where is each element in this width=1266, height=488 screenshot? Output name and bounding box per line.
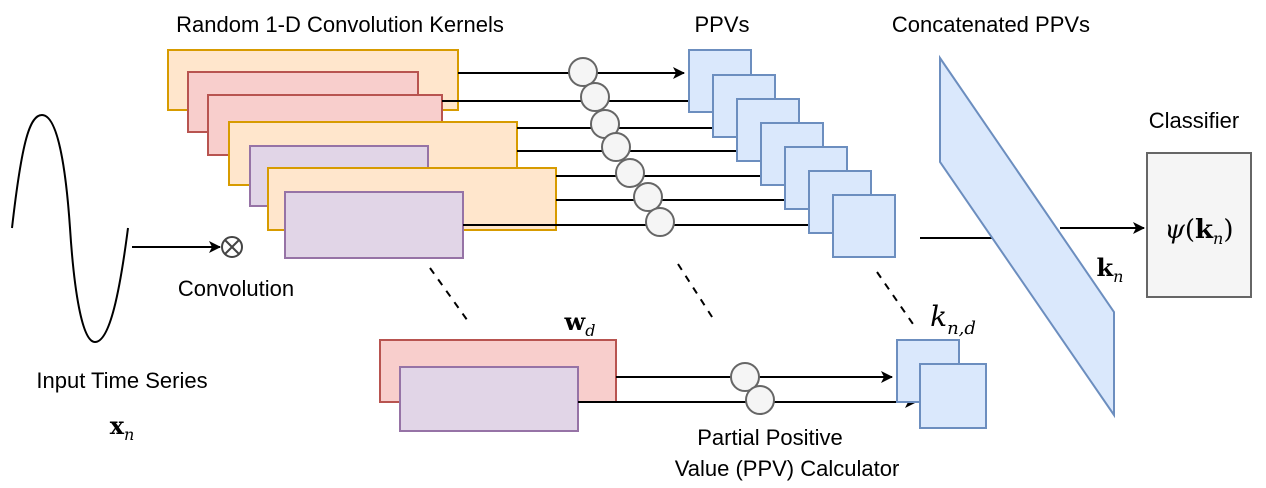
zoom-connector-ppv-calc (677, 263, 715, 321)
concatenated-ppvs-title: Concatenated PPVs (892, 12, 1090, 37)
x-n-math-label: xn (110, 411, 135, 444)
detail-ppv-calculator-circle-2 (745, 385, 775, 415)
ppv-stack (688, 49, 896, 258)
kernel-stack (167, 49, 557, 259)
classifier-title: Classifier (1149, 108, 1239, 133)
input-series-label: Input Time Series (36, 368, 207, 393)
ppv-calculator-label-line2: Value (PPV) Calculator (675, 456, 900, 481)
ppv-calculator-label-line1: Partial Positive (697, 425, 843, 450)
ppv-calculator-circle-icon (568, 57, 675, 237)
psi-k-n-math-label: ψ(kn) (1164, 215, 1233, 248)
w-d-math-label: wd (564, 307, 596, 340)
input-time-series-wave (11, 113, 129, 344)
ppv-square-7 (832, 194, 896, 258)
k-nd-math-label: kn,d (930, 300, 976, 339)
zoom-connector-kernel (429, 267, 471, 325)
k-n-math-label: kn (1097, 253, 1124, 286)
kernel-box-7 (284, 191, 464, 259)
ppvs-title: PPVs (694, 12, 749, 37)
kernels-title: Random 1-D Convolution Kernels (176, 12, 504, 37)
convolution-operator-icon (221, 236, 243, 258)
convolution-label: Convolution (178, 276, 294, 301)
detail-ppv-square-2 (919, 363, 987, 429)
detail-kernel-purple (399, 366, 579, 432)
concatenated-ppvs-shape (939, 54, 1115, 419)
classifier-box (1146, 152, 1252, 298)
detail-ppv-calculator-circle-1 (730, 362, 760, 392)
zoom-connector-ppv (876, 271, 914, 325)
